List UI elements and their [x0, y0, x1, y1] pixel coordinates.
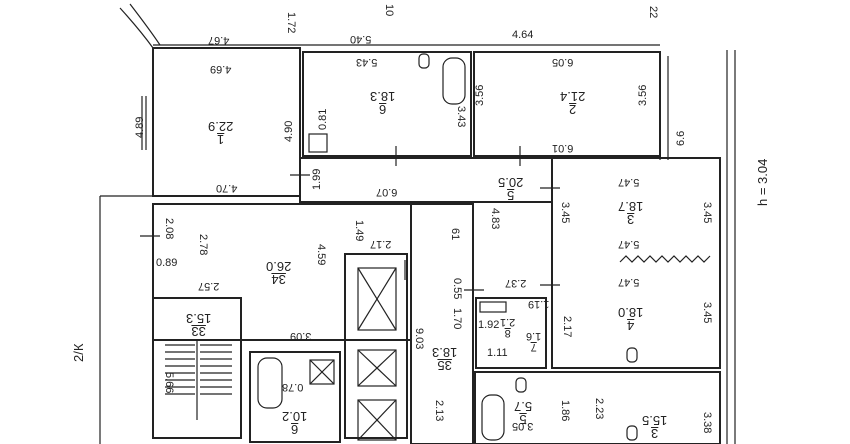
dim-111: 1.11: [487, 347, 508, 359]
dim-r6-top: 5.43: [356, 56, 378, 68]
dim-089: 0.89: [156, 257, 178, 269]
dim-r2-left: 3.56: [474, 84, 486, 106]
room-1-outline: [152, 47, 301, 197]
dim-186: 1.86: [559, 400, 571, 422]
dim-22: 22: [647, 6, 659, 19]
dim-kit-c: 2.57: [198, 280, 220, 292]
dim-r1-top: 4.69: [210, 63, 232, 75]
dim-kit-f: 2.17: [370, 238, 392, 250]
dim-r1-bottom: 4.70: [216, 182, 238, 194]
dim-corr-left: 1.99: [311, 168, 323, 190]
room-6-outline: [302, 51, 472, 157]
stair-steps: [165, 340, 232, 420]
dim-r6-right: 3.43: [455, 106, 467, 128]
dim-078: 0.78: [282, 381, 304, 393]
dim-r1-right: 4.90: [283, 120, 295, 142]
side-note: 2/К: [71, 343, 86, 362]
bath-outline: [249, 351, 341, 443]
bathtub: [257, 357, 283, 409]
dim-r3-bot: 5.47: [618, 276, 640, 288]
stair-outline: [152, 297, 242, 439]
lower-right-outline: [474, 371, 721, 444]
dim-61: 61: [449, 228, 461, 241]
dim-338: 3.38: [701, 412, 713, 434]
dim-r3-top: 5.47: [618, 176, 640, 188]
dim-903: 9.03: [413, 328, 425, 350]
dim-r3-mid: 5.47: [618, 238, 640, 250]
dim-top-b: 5.40: [350, 33, 372, 45]
bathtub: [442, 57, 466, 105]
partition-line: [619, 255, 711, 263]
dim-r2-right: 3.56: [637, 84, 649, 106]
dim-566: 5.66: [163, 372, 175, 394]
dim-corr-right: 4.83: [489, 208, 501, 230]
dim-10: 10: [383, 4, 395, 17]
bathtub: [481, 394, 505, 441]
dim-223: 2.23: [593, 398, 605, 420]
room-3-4-outline: [551, 157, 721, 369]
dim-r4-left: 2.17: [561, 316, 573, 338]
room-35-outline: [410, 203, 474, 444]
dim-kit-g: 3.09: [290, 330, 312, 342]
dim-top-a: 4.67: [208, 34, 230, 46]
dim-r6-small: 0.81: [317, 108, 329, 130]
dim-192: 1.92: [478, 319, 500, 331]
dim-kit-d: 4.59: [315, 244, 327, 266]
dim-237: 2.37: [505, 277, 527, 289]
dim-top-c: 4.64: [512, 29, 534, 41]
wc-outline: [475, 297, 547, 369]
dim-kit-e: 1.49: [353, 220, 365, 242]
dim-r2-top: 6.05: [552, 56, 574, 68]
dim-170: 1.70: [451, 308, 463, 330]
dim-corr-top: 6.07: [376, 186, 398, 198]
dim-66: 6.6: [675, 130, 687, 146]
elevator-block-outline: [344, 253, 408, 439]
dim-055: 0.55: [451, 278, 463, 300]
dim-kit-a: 2.08: [163, 218, 175, 240]
dim-119: 1.19: [528, 298, 550, 310]
dim-172: 1.72: [285, 12, 297, 34]
dim-r3-left: 3.45: [559, 202, 571, 224]
dim-kit-b: 2.78: [197, 234, 209, 256]
height-note: h = 3.04: [755, 158, 770, 206]
dim-r4-right: 3.45: [701, 302, 713, 324]
dim-213: 2.13: [433, 400, 445, 422]
dim-r2-bottom: 6.01: [552, 142, 574, 154]
dim-r3-right: 3.45: [701, 202, 713, 224]
dim-r1-left: 4.89: [134, 116, 146, 138]
